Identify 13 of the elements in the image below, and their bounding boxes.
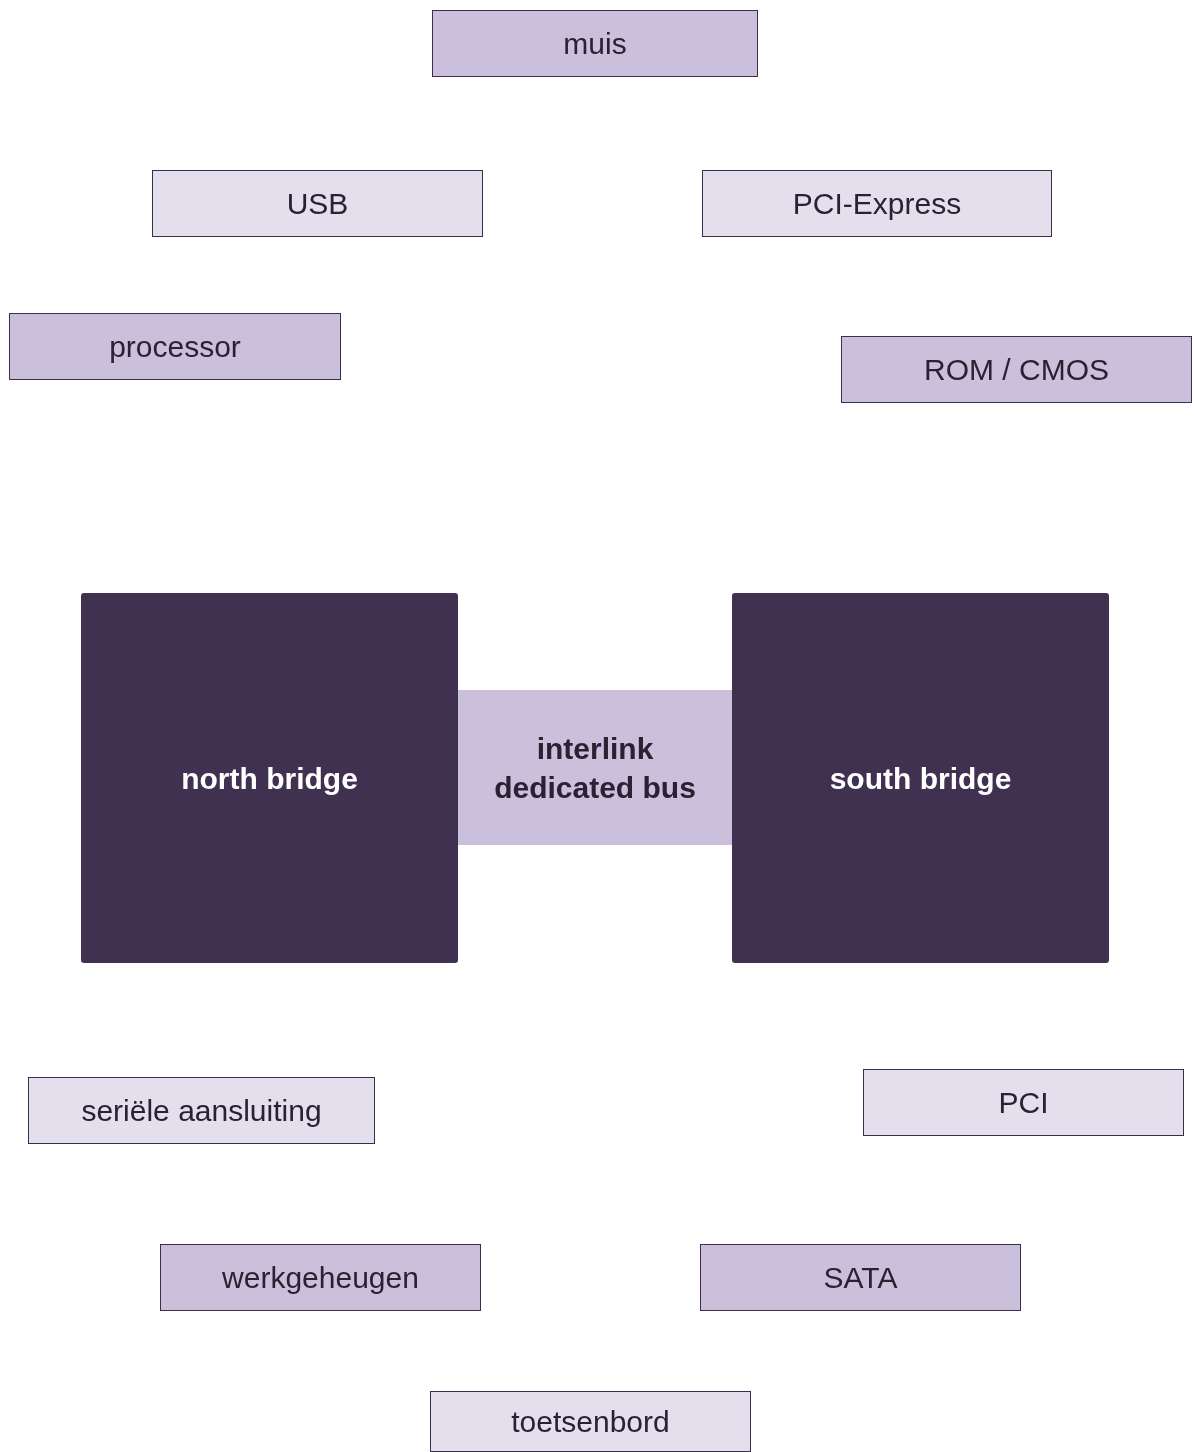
term-card: PCI: [863, 1069, 1184, 1136]
term-card: ROM / CMOS: [841, 336, 1192, 403]
term-card: werkgeheugen: [160, 1244, 481, 1311]
chip-block: south bridge: [732, 593, 1109, 963]
term-card: USB: [152, 170, 483, 237]
term-card: processor: [9, 313, 341, 380]
term-card: SATA: [700, 1244, 1021, 1311]
term-card: muis: [432, 10, 758, 77]
term-card: toetsenbord: [430, 1391, 751, 1452]
bus-block: interlink dedicated bus: [458, 690, 732, 845]
term-card: PCI-Express: [702, 170, 1052, 237]
term-card: seriële aansluiting: [28, 1077, 375, 1144]
chip-block: north bridge: [81, 593, 458, 963]
